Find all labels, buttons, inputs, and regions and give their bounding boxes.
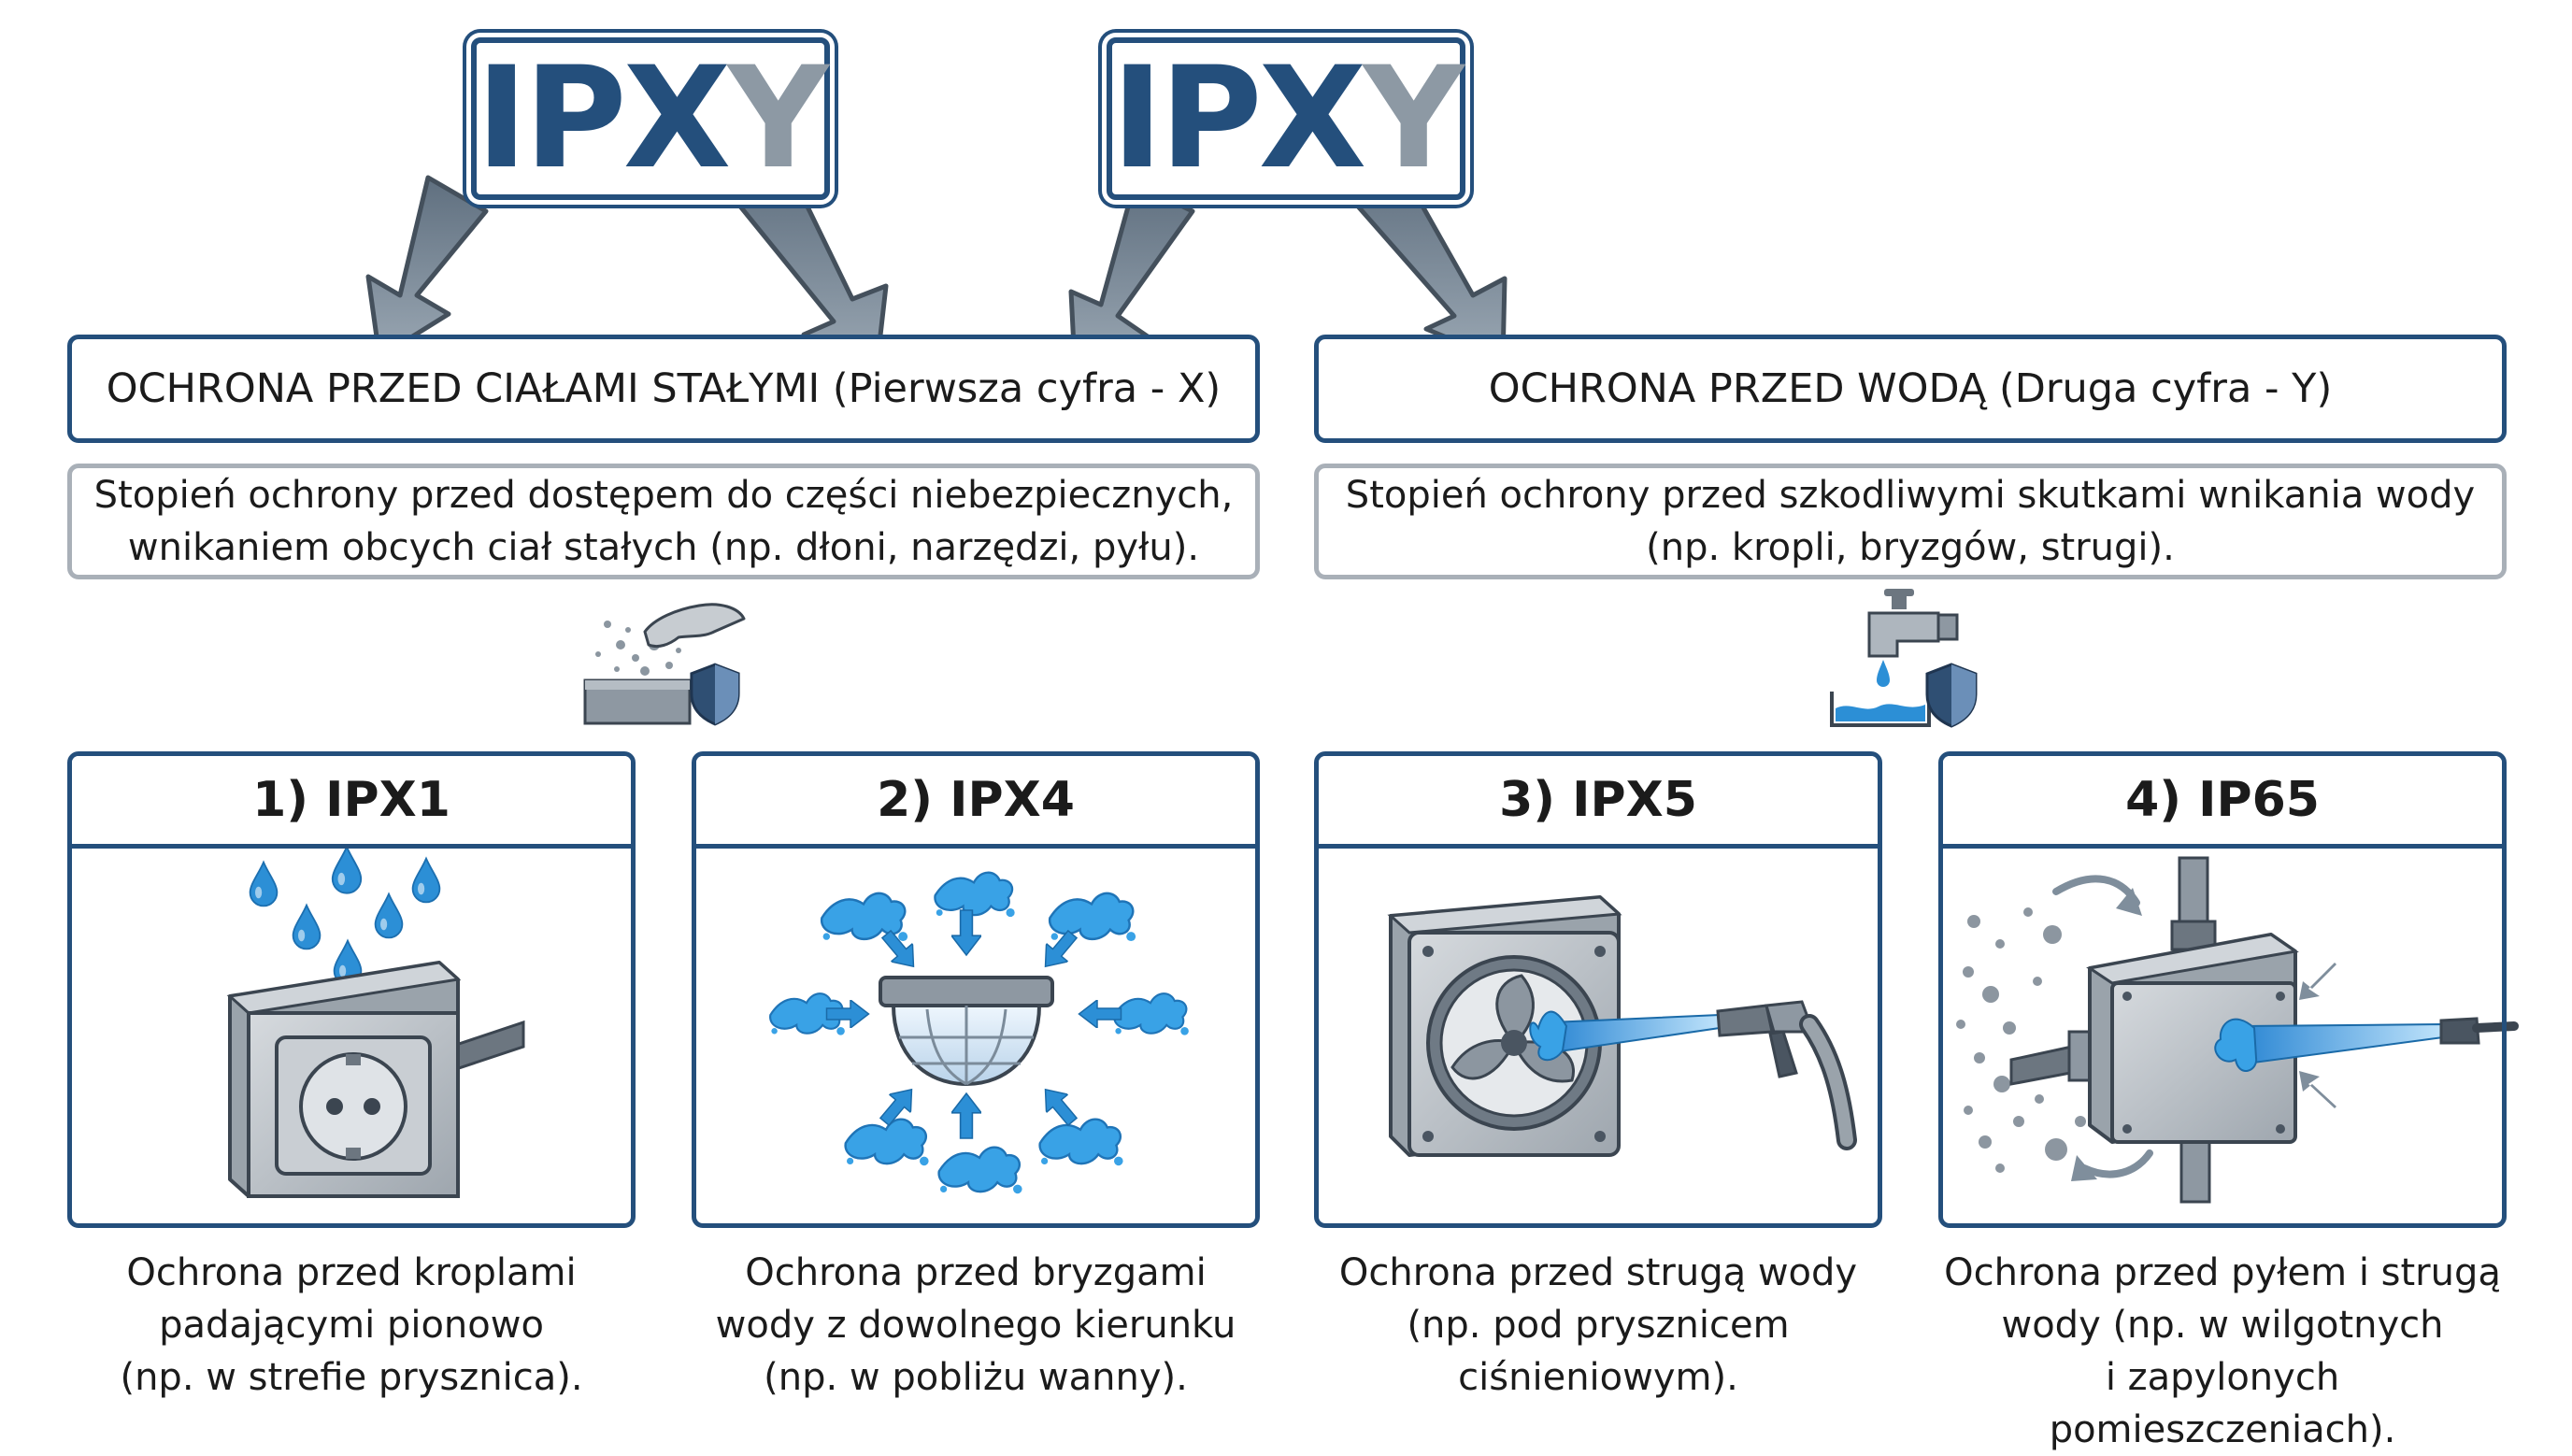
caption-line: (np. pod prysznicem (1407, 1304, 1790, 1347)
card-ipx1: 1) IPX1 (67, 751, 636, 1228)
card-caption-ipx1: Ochrona przed kroplami padającymi pionow… (67, 1247, 636, 1404)
code-letters-dark: IPX (1110, 37, 1366, 200)
arrow-left-box-to-solids (365, 175, 489, 360)
card-caption-ip65: Ochrona przed pyłem i strugą wody (np. w… (1938, 1247, 2507, 1456)
category-desc-solids: Stopień ochrony przed dostępem do części… (67, 464, 1260, 579)
card-caption-ipx5: Ochrona przed strugą wody (np. pod prysz… (1314, 1247, 1882, 1404)
caption-line: wody z dowolnego kierunku (715, 1304, 1236, 1347)
code-letter-grey: Y (1363, 37, 1465, 200)
desc-line: wnikaniem obcych ciał stałych (np. dłoni… (127, 526, 1200, 569)
caption-line: Ochrona przed kroplami (126, 1251, 577, 1294)
caption-line: ciśnieniowym). (1458, 1356, 1738, 1399)
caption-line: Ochrona przed strugą wody (1338, 1251, 1858, 1294)
junction-box-dust-jet-icon (1956, 856, 2519, 1204)
caption-line: (np. w pobliżu wanny). (764, 1356, 1188, 1399)
ceiling-lamp-splashes-icon (769, 871, 1190, 1195)
desc-line: Stopień ochrony przed dostępem do części… (93, 474, 1234, 517)
card-title: 2) IPX4 (696, 756, 1255, 849)
desc-line: Stopień ochrony przed szkodliwymi skutka… (1345, 474, 2476, 517)
caption-line: (np. w strefie prysznica). (120, 1356, 583, 1399)
caption-line: Ochrona przed bryzgami (745, 1251, 1207, 1294)
category-desc-water: Stopień ochrony przed szkodliwymi skutka… (1314, 464, 2507, 579)
caption-line: i zapylonych pomieszczeniach). (2049, 1356, 2396, 1451)
desc-line: (np. kropli, bryzgów, strugi). (1646, 526, 2175, 569)
big-arrows (365, 164, 1507, 371)
extractor-fan-water-jet-icon (1387, 895, 1857, 1157)
card-title: 3) IPX5 (1319, 756, 1878, 849)
caption-line: Ochrona przed pyłem i strugą (1944, 1251, 2501, 1294)
card-ipx5: 3) IPX5 (1314, 751, 1882, 1228)
card-title: 4) IP65 (1943, 756, 2502, 849)
card-ip65: 4) IP65 (1938, 751, 2507, 1228)
card-ipx4: 2) IPX4 (692, 751, 1260, 1228)
code-letters-dark: IPX (475, 37, 731, 200)
wall-socket-dripping-water-icon (226, 846, 525, 1198)
water-tap-shield-icon (1830, 589, 1978, 728)
category-title-water: OCHRONA PRZED WODĄ (Druga cyfra - Y) (1314, 335, 2507, 443)
card-caption-ipx4: Ochrona przed bryzgami wody z dowolnego … (692, 1247, 1260, 1404)
caption-line: padającymi pionowo (159, 1304, 544, 1347)
hand-dust-shield-icon (583, 603, 746, 726)
caption-line: wody (np. w wilgotnych (2001, 1304, 2444, 1347)
code-letter-grey: Y (727, 37, 829, 200)
category-title-solids: OCHRONA PRZED CIAŁAMI STAŁYMI (Pierwsza … (67, 335, 1260, 443)
card-title: 1) IPX1 (72, 756, 631, 849)
